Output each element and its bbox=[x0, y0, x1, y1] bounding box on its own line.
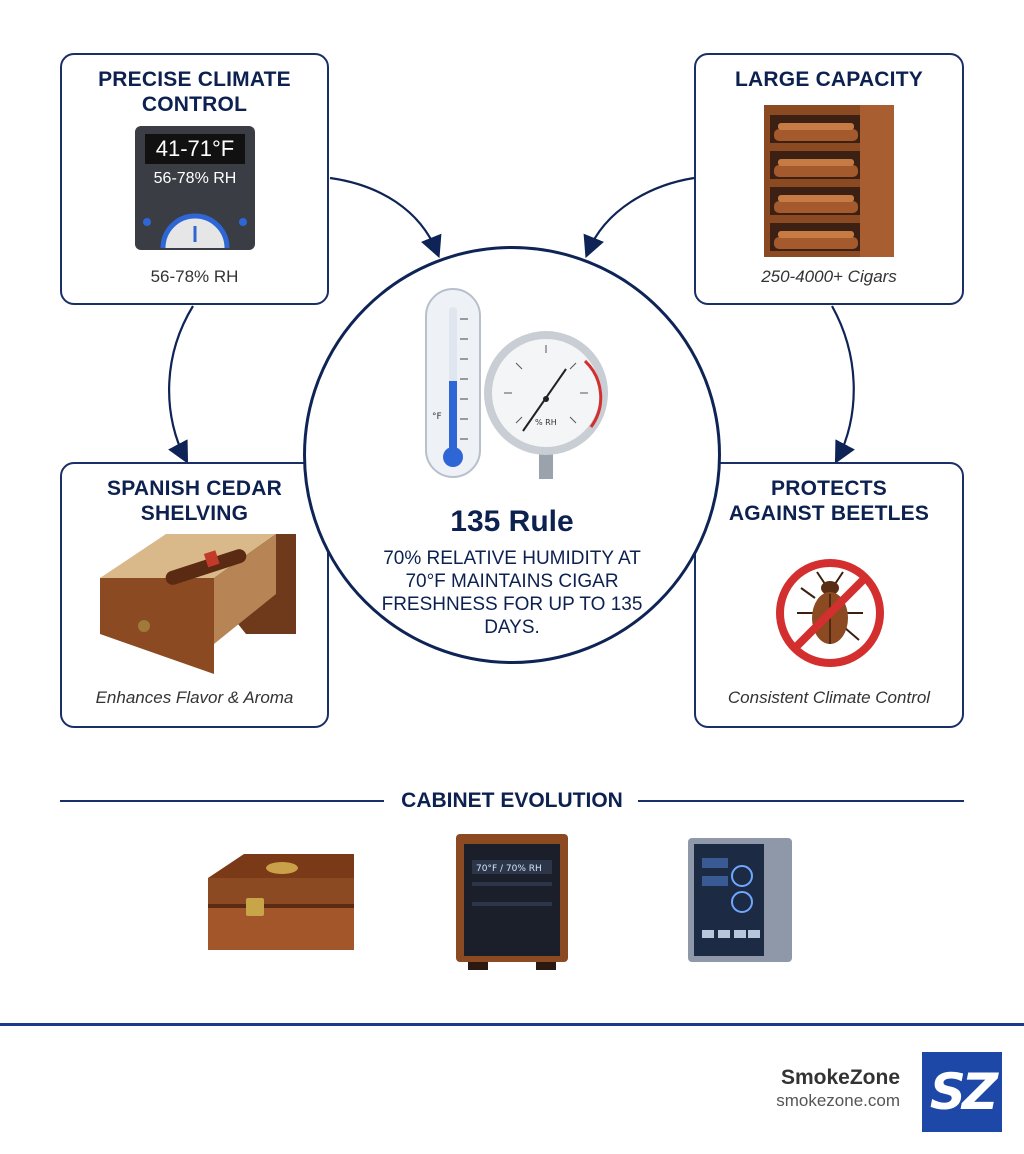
gauge-label: % RH bbox=[535, 418, 557, 427]
modern-digital-cabinet-icon bbox=[688, 838, 792, 962]
card-large-capacity: LARGE CAPACITY 250-4000+ Cigars bbox=[694, 53, 964, 305]
arrow-capacity-to-center bbox=[583, 176, 695, 259]
thermometer-icon: °F bbox=[425, 288, 481, 478]
display-rh: 56-78% RH bbox=[153, 170, 237, 187]
display-temp: 41-71°F bbox=[145, 134, 245, 164]
wooden-cabinet-humidor-icon: 70°F / 70% RH bbox=[456, 834, 568, 970]
brand-name: SmokeZone bbox=[780, 1066, 900, 1089]
card-title: SPANISH CEDAR SHELVING bbox=[107, 477, 282, 525]
divider-right bbox=[638, 800, 964, 802]
no-beetle-icon bbox=[776, 559, 884, 667]
card-caption: 250-4000+ Cigars bbox=[761, 267, 897, 286]
thermometer-unit: °F bbox=[432, 412, 442, 422]
card-title: PRECISE CLIMATE CONTROL bbox=[98, 68, 291, 116]
hygrometer-gauge-icon: % RH bbox=[484, 331, 608, 479]
smokezone-logo-icon: SZ bbox=[922, 1052, 1002, 1132]
rule-135-circle: °F % RH 135 Rule 70% relative humidity a… bbox=[303, 246, 721, 664]
card-title: LARGE CAPACITY bbox=[735, 68, 923, 91]
rule-title: 135 Rule bbox=[450, 505, 574, 538]
card-title: PROTECTS AGAINST BEETLES bbox=[728, 477, 930, 525]
dial-icon bbox=[143, 213, 247, 249]
card-protects-against-beetles: PROTECTS AGAINST BEETLES Consistent Clim… bbox=[694, 462, 964, 728]
arrow-capacity-to-beetles bbox=[831, 305, 855, 464]
cedar-drawer-icon bbox=[100, 534, 296, 674]
cabinet-display: 70°F / 70% RH bbox=[476, 864, 542, 874]
cigar-shelf-icon bbox=[764, 105, 894, 257]
rule-description: 70% relative humidity at 70°F maintains … bbox=[381, 548, 643, 638]
arrow-climate-to-cedar bbox=[168, 305, 194, 464]
card-spanish-cedar-shelving: SPANISH CEDAR SHELVING Enhances Flavor &… bbox=[60, 462, 329, 728]
card-precise-climate-control: PRECISE CLIMATE CONTROL 41-71°F 56-78% R… bbox=[60, 53, 329, 305]
card-caption: Enhances Flavor & Aroma bbox=[95, 688, 294, 707]
divider-left bbox=[60, 800, 384, 802]
climate-display-panel: 41-71°F 56-78% RH bbox=[135, 126, 255, 250]
cabinet-evolution-heading: CABINET EVOLUTION bbox=[401, 789, 623, 812]
arrow-climate-to-center bbox=[329, 176, 442, 259]
footer-divider bbox=[0, 1023, 1024, 1026]
wooden-humidor-box-icon bbox=[208, 854, 354, 950]
card-caption: Consistent Climate Control bbox=[727, 688, 931, 707]
card-caption: 56-78% RH bbox=[150, 267, 239, 286]
brand-url[interactable]: smokezone.com bbox=[776, 1091, 900, 1110]
